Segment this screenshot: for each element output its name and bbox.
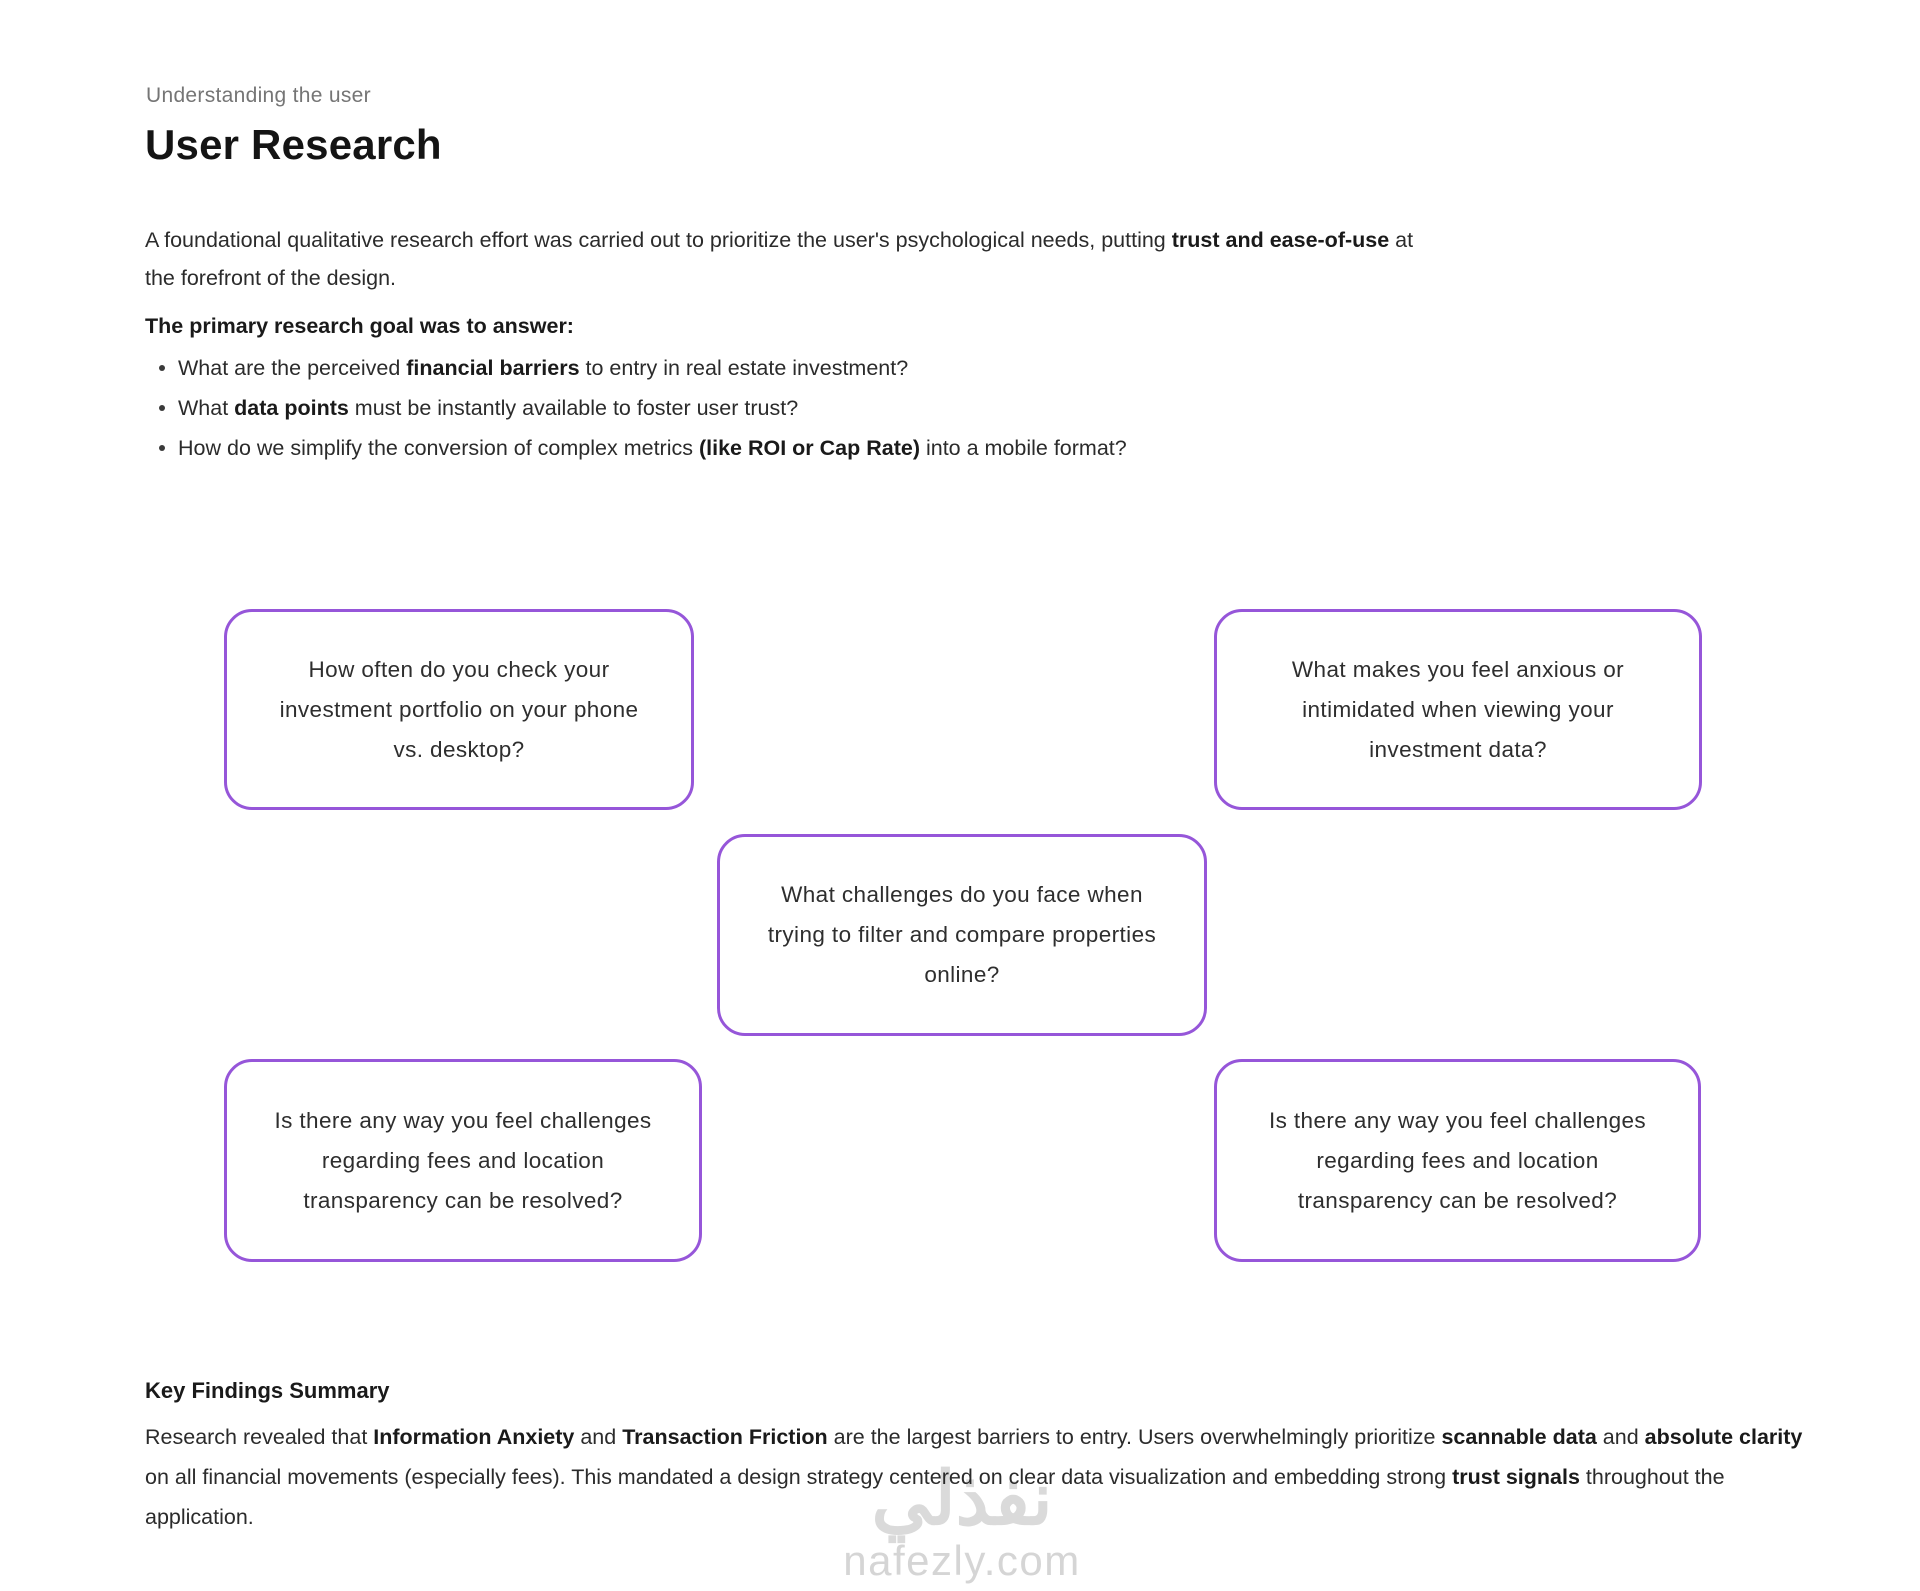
research-questions-list: What are the perceived financial barrier… [145, 348, 1425, 468]
question-card: How often do you check your investment p… [224, 609, 694, 810]
question-card: What makes you feel anxious or intimidat… [1214, 609, 1702, 810]
research-goal-heading: The primary research goal was to answer: [145, 314, 574, 338]
question-card-text: What challenges do you face when trying … [767, 882, 1157, 987]
watermark-site-text: nafezly.com [843, 1537, 1081, 1584]
question-card-text: How often do you check your investment p… [279, 656, 639, 762]
key-findings-section: Key Findings Summary Research revealed t… [145, 1376, 1807, 1537]
list-item: What are the perceived financial barrier… [145, 348, 1425, 388]
list-item: How do we simplify the conversion of com… [145, 428, 1425, 468]
intro-paragraph: A foundational qualitative research effo… [145, 228, 1414, 290]
question-card: Is there any way you feel challenges reg… [1214, 1059, 1701, 1262]
key-findings-paragraph: Research revealed that Information Anxie… [145, 1425, 1803, 1529]
question-card-text: What makes you feel anxious or intimidat… [1291, 656, 1625, 762]
question-card: Is there any way you feel challenges reg… [224, 1059, 702, 1262]
key-findings-heading: Key Findings Summary [145, 1378, 390, 1403]
question-card: What challenges do you face when trying … [717, 834, 1207, 1036]
section-eyebrow: Understanding the user [146, 84, 371, 107]
question-card-text: Is there any way you feel challenges reg… [274, 1107, 652, 1213]
question-card-text: Is there any way you feel challenges reg… [1268, 1107, 1647, 1213]
list-item: What data points must be instantly avail… [145, 388, 1425, 428]
page-title: User Research [145, 121, 442, 168]
intro-section: A foundational qualitative research effo… [145, 221, 1425, 468]
